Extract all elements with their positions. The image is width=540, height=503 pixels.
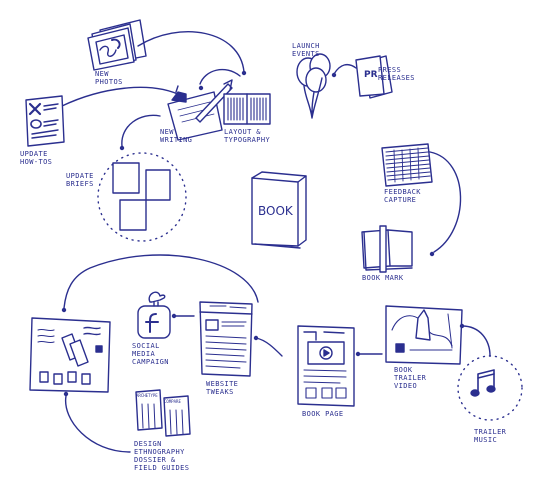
label-press-releases: PRESS RELEASES: [378, 66, 415, 82]
field-guides-icon: [135, 389, 191, 437]
layout-icon: [223, 93, 271, 125]
balloons-icon: [296, 53, 331, 119]
label-website-tweaks: WEBSITE TWEAKS: [206, 380, 239, 396]
website-icon: [199, 301, 253, 377]
design-board-icon: [29, 317, 111, 393]
book-icon: [251, 171, 307, 249]
label-new-photos: NEW PHOTOS: [95, 70, 123, 86]
feedback-icon: [381, 143, 433, 187]
label-design-docs: DESIGN ETHNOGRAPHY DOSSIER & FIELD GUIDE…: [134, 440, 190, 472]
howtos-icon: [25, 95, 65, 147]
press-icon: [355, 55, 393, 99]
label-book-trailer-video: BOOK TRAILER VIDEO: [394, 366, 427, 390]
label-trailer-music: TRAILER MUSIC: [474, 428, 507, 444]
photos-icon: [87, 19, 147, 71]
book-title: BOOK: [258, 204, 293, 218]
label-feedback-capture: FEEDBACK CAPTURE: [384, 188, 421, 204]
connector-photos: [137, 31, 245, 73]
label-book-mark: BOOK MARK: [362, 274, 404, 282]
social-media-icon: [137, 291, 171, 339]
label-update-briefs: UPDATE BRIEFS: [66, 172, 94, 188]
trailer-video-icon: [385, 305, 463, 365]
label-layout-typography: LAYOUT & TYPOGRAPHY: [224, 128, 271, 144]
label-launch-events: LAUNCH EVENTS: [292, 42, 320, 58]
briefs-icon: [97, 152, 187, 242]
writing-icon: [167, 79, 233, 141]
label-update-howtos: UPDATE HOW-TOS: [20, 150, 53, 166]
book-page-icon: [297, 325, 355, 407]
music-icon: [457, 355, 523, 421]
label-new-writing: NEW WRITING: [160, 128, 193, 144]
label-book-page: BOOK PAGE: [302, 410, 344, 418]
guide-right-caption: COMPARE: [164, 399, 181, 404]
label-social-media-campaign: SOCIAL MEDIA CAMPAIGN: [132, 342, 169, 366]
bookmark-icon: [361, 225, 413, 273]
press-pr-text: PR: [364, 70, 378, 80]
guide-left-caption: ARCHETYPE: [136, 393, 158, 398]
